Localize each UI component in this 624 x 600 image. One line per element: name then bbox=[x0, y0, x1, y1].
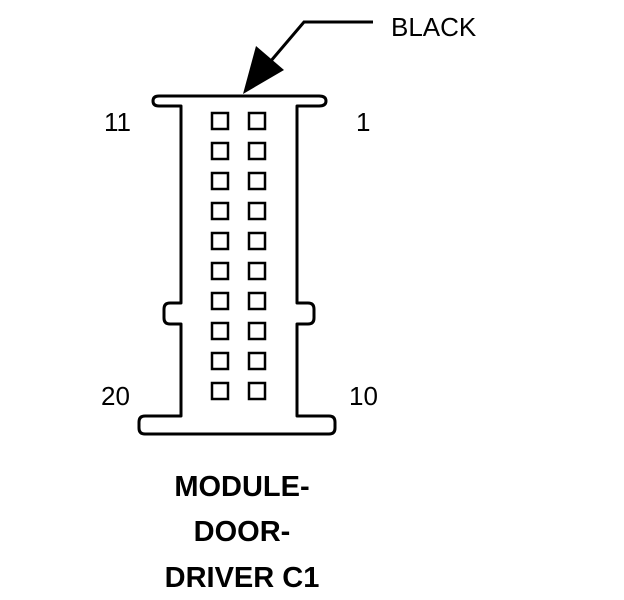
cavity-square bbox=[210, 381, 230, 401]
cavity-grid bbox=[210, 111, 267, 401]
connector-name-line-2: DOOR- bbox=[194, 516, 291, 548]
connector-name-line-3: DRIVER C1 bbox=[165, 562, 320, 594]
cavity-square bbox=[247, 291, 267, 311]
cavity-square bbox=[210, 201, 230, 221]
cavity-square bbox=[247, 141, 267, 161]
color-arrow-icon bbox=[243, 46, 284, 94]
connector-color-label: BLACK bbox=[391, 12, 477, 42]
cavity-square bbox=[210, 141, 230, 161]
cavity-square bbox=[247, 201, 267, 221]
cavity-square bbox=[247, 231, 267, 251]
cavity-square bbox=[210, 261, 230, 281]
pin-label-bottom-left: 20 bbox=[101, 381, 130, 411]
cavity-square bbox=[210, 231, 230, 251]
color-leader-line bbox=[268, 20, 373, 63]
connector-outline bbox=[137, 94, 337, 436]
pin-label-top-right: 1 bbox=[356, 107, 370, 137]
connector-name-line-1: MODULE- bbox=[174, 471, 309, 503]
cavity-square bbox=[247, 261, 267, 281]
cavity-square bbox=[247, 171, 267, 191]
cavity-square bbox=[247, 381, 267, 401]
cavity-square bbox=[210, 351, 230, 371]
cavity-square bbox=[247, 111, 267, 131]
cavity-square bbox=[210, 111, 230, 131]
cavity-square bbox=[210, 321, 230, 341]
cavity-square bbox=[247, 351, 267, 371]
cavity-square bbox=[210, 291, 230, 311]
cavity-square bbox=[210, 171, 230, 191]
pin-label-bottom-right: 10 bbox=[349, 381, 378, 411]
pin-label-top-left: 11 bbox=[104, 107, 131, 137]
cavity-square bbox=[247, 321, 267, 341]
